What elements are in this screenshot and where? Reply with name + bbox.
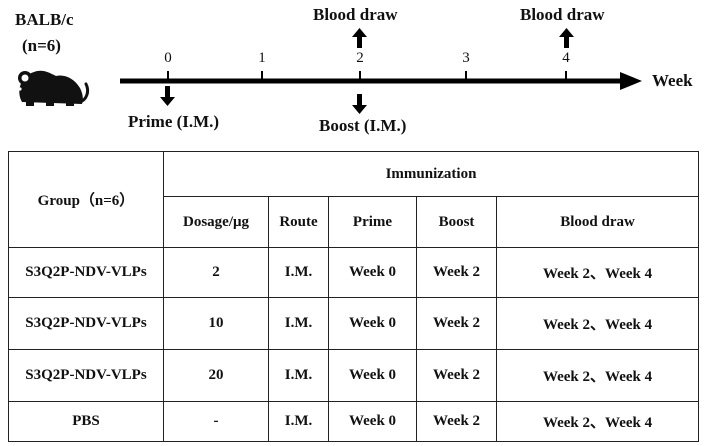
cell-boost: Week 2 [416,401,497,442]
cell-route: I.M. [268,297,329,350]
event-prime: Prime (I.M.) [128,112,220,131]
tick-label-1: 1 [258,50,266,66]
column-header-dosage: Dosage/μg [163,196,269,248]
up-arrow-icon [352,28,367,48]
cell-boost: Week 2 [416,297,497,350]
cell-prime: Week 0 [328,297,417,350]
up-arrow-icon [559,28,574,48]
event-blood-draw-1: Blood draw [313,5,398,24]
cell-dosage: - [163,401,269,442]
column-header-prime: Prime [328,196,417,248]
timeline-unit-label: Week [652,71,693,90]
cell-prime: Week 0 [328,401,417,442]
table-row: S3Q2P-NDV-VLPs 20 I.M. Week 0 Week 2 Wee… [8,349,700,402]
subject-strain: BALB/c [15,10,74,29]
immunization-table: Group（n=6） Immunization Dosage/μg Route … [8,151,700,442]
cell-group: S3Q2P-NDV-VLPs [8,297,164,350]
cell-group: PBS [8,401,164,442]
mouse-icon [18,70,90,106]
group-header: Group（n=6） [8,151,164,248]
cell-group: S3Q2P-NDV-VLPs [8,247,164,298]
event-blood-draw-2: Blood draw [520,5,605,24]
down-arrow-icon [352,94,367,114]
cell-prime: Week 0 [328,349,417,402]
cell-prime: Week 0 [328,247,417,298]
cell-dosage: 20 [163,349,269,402]
tick-label-2: 2 [356,50,364,66]
down-arrow-icon [160,86,175,106]
table-row: S3Q2P-NDV-VLPs 10 I.M. Week 0 Week 2 Wee… [8,297,700,350]
event-boost: Boost (I.M.) [319,116,407,135]
cell-group: S3Q2P-NDV-VLPs [8,349,164,402]
cell-boost: Week 2 [416,349,497,402]
column-header-route: Route [268,196,329,248]
timeline-arrowhead [620,72,642,90]
column-header-blood-draw: Blood draw [495,196,700,248]
cell-route: I.M. [268,247,329,298]
cell-route: I.M. [268,401,329,442]
cell-dosage: 2 [163,247,269,298]
cell-route: I.M. [268,349,329,402]
cell-blood-draw: Week 2、Week 4 [495,401,700,442]
tick-label-4: 4 [562,50,570,66]
table-row: PBS - I.M. Week 0 Week 2 Week 2、Week 4 [8,401,700,442]
tick-label-3: 3 [462,50,470,66]
cell-blood-draw: Week 2、Week 4 [495,349,700,402]
column-header-boost: Boost [416,196,497,248]
cell-boost: Week 2 [416,247,497,298]
cell-blood-draw: Week 2、Week 4 [495,247,700,298]
subject-count: (n=6) [22,36,61,55]
immunization-header: Immunization [162,151,700,197]
tick-label-0: 0 [164,50,172,66]
cell-dosage: 10 [163,297,269,350]
cell-blood-draw: Week 2、Week 4 [495,297,700,350]
table-row: S3Q2P-NDV-VLPs 2 I.M. Week 0 Week 2 Week… [8,247,700,298]
